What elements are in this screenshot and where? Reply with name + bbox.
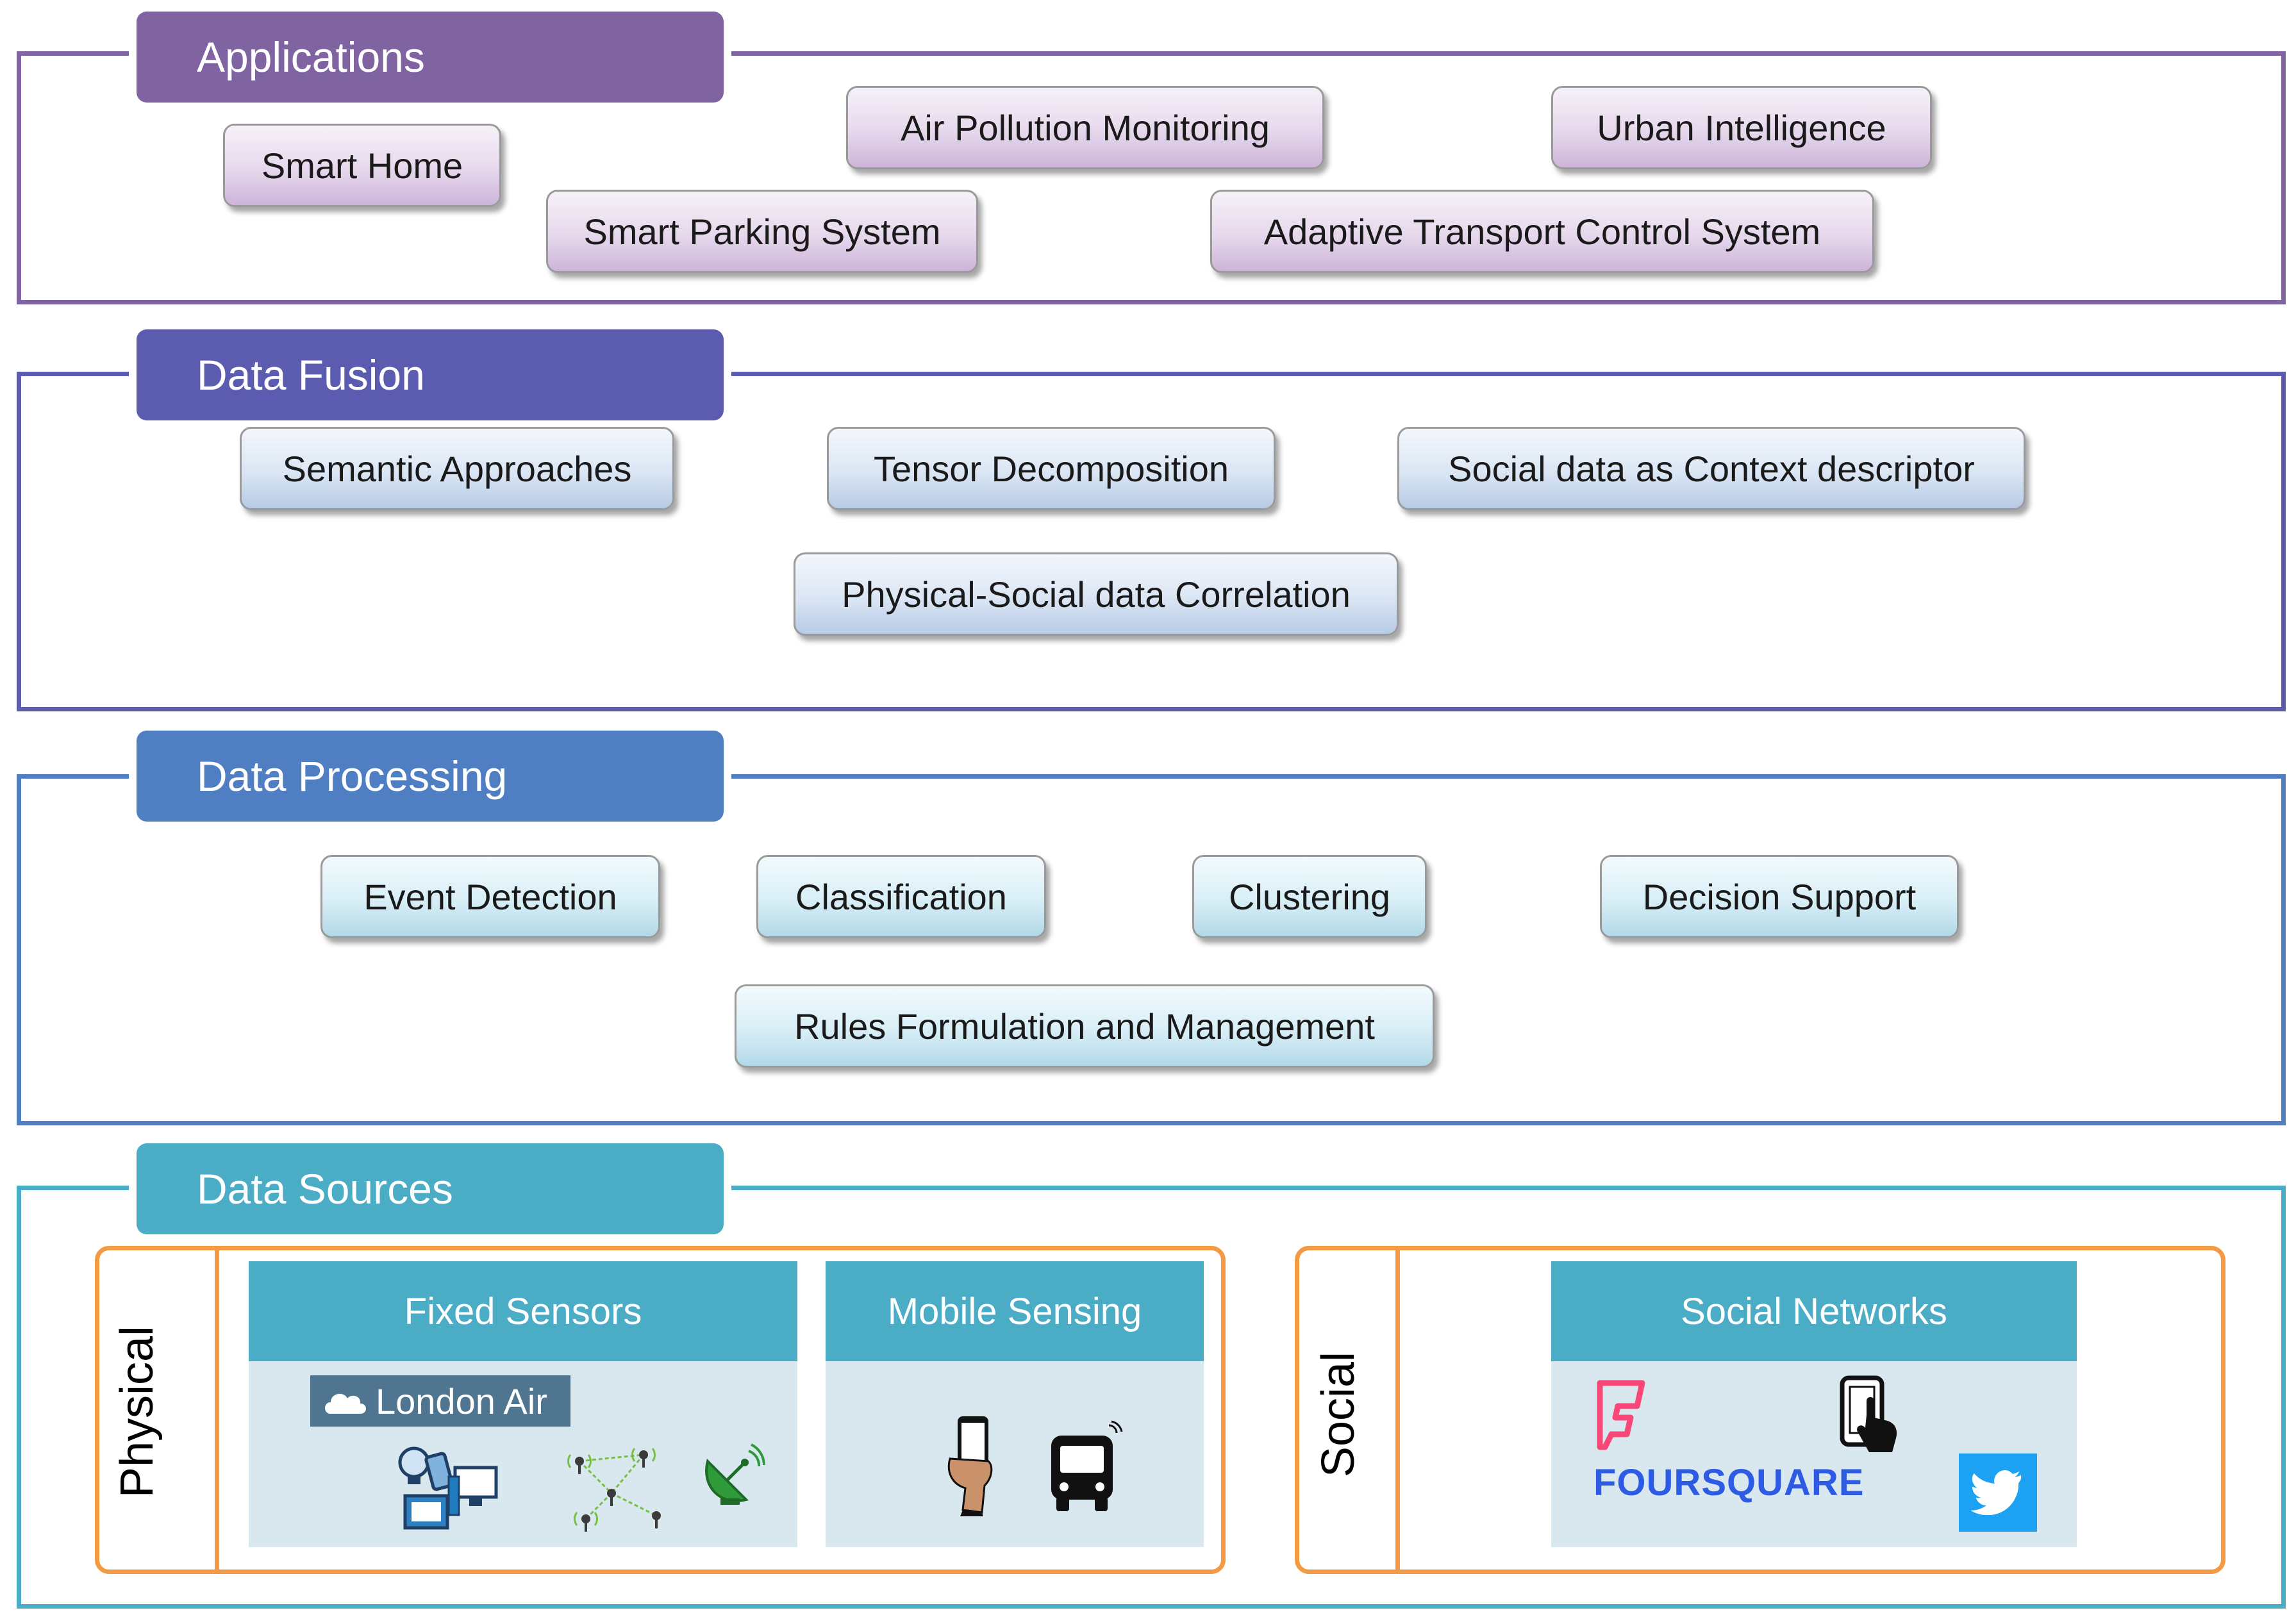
london-air-logo: London Air [310,1375,570,1427]
bus-icon [1051,1420,1123,1511]
mobile-sensing-panel: Mobile Sensing [826,1261,1204,1547]
devices-icon [398,1446,498,1530]
proc-item-clustering: Clustering [1192,855,1427,938]
cloud-icon [325,1393,366,1414]
sensor-network-icon [567,1448,661,1532]
proc-item-event-detection: Event Detection [320,855,660,938]
fixed-sensors-header: Fixed Sensors [249,1261,797,1361]
physical-label: Physical [112,1325,163,1498]
app-item-air-pollution-monitoring: Air Pollution Monitoring [846,86,1324,169]
fusion-item-physical-social-correlation: Physical-Social data Correlation [794,552,1399,636]
proc-item-classification: Classification [756,855,1046,938]
social-label: Social [1313,1351,1364,1478]
fusion-item-social-data-context-descriptor: Social data as Context descriptor [1397,427,2026,510]
mobile-sensing-header: Mobile Sensing [826,1261,1204,1361]
data-processing-tab: Data Processing [137,731,724,822]
applications-layer [17,51,2286,304]
fusion-item-tensor-decomposition: Tensor Decomposition [827,427,1276,510]
satellite-dish-icon [705,1443,765,1505]
foursquare-logo-icon [1597,1380,1645,1450]
data-fusion-title: Data Fusion [197,351,425,399]
smartphone-hand-icon [947,1416,993,1516]
proc-item-decision-support: Decision Support [1600,855,1959,938]
twitter-logo-icon [1959,1454,2037,1532]
social-networks-panel: Social Networks FOURSQUARE [1551,1261,2077,1547]
data-sources-tab: Data Sources [137,1143,724,1234]
data-processing-layer [17,774,2286,1125]
data-sources-title: Data Sources [197,1165,453,1213]
foursquare-wordmark: FOURSQUARE [1593,1462,1865,1503]
social-sources-box [1295,1246,2225,1574]
data-fusion-layer [17,372,2286,711]
app-item-urban-intelligence: Urban Intelligence [1551,86,1932,169]
touch-phone-icon [1840,1375,1897,1452]
applications-tab: Applications [137,12,724,103]
app-item-adaptive-transport-control-system: Adaptive Transport Control System [1210,190,1874,273]
fixed-sensors-panel: Fixed Sensors London Air [249,1261,797,1547]
fusion-item-semantic-approaches: Semantic Approaches [240,427,674,510]
social-networks-header: Social Networks [1551,1261,2077,1361]
data-sources-layer [17,1186,2286,1609]
data-fusion-tab: Data Fusion [137,329,724,420]
app-item-smart-home: Smart Home [223,124,501,207]
proc-item-rules-formulation: Rules Formulation and Management [735,984,1435,1068]
data-processing-title: Data Processing [197,752,508,800]
app-item-smart-parking-system: Smart Parking System [546,190,978,273]
applications-title: Applications [197,33,425,81]
physical-sources-box [95,1246,1226,1574]
